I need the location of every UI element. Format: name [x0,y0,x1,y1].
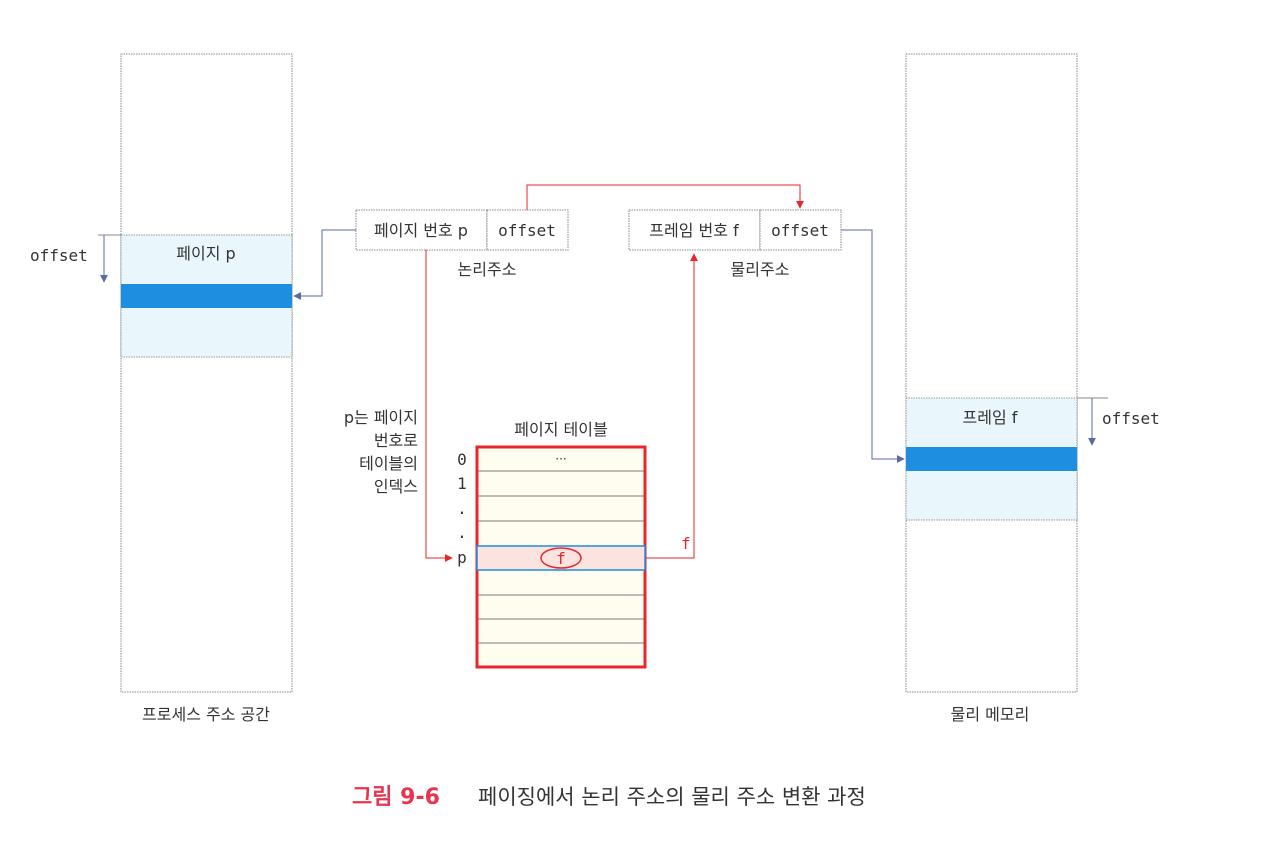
physical-memory-label: 물리 메모리 [951,705,1030,724]
figure-title: 페이징에서 논리 주소의 물리 주소 변환 과정 [478,785,866,809]
offset-highlight [121,284,292,308]
index-dot: . [457,499,467,518]
index-0: 0 [457,450,467,469]
physical-address-label: 물리주소 [731,260,790,279]
frame-offset-highlight [906,447,1077,471]
frame-f-label: 프레임 f [963,408,1018,427]
physical-address: 프레임 번호 f offset 물리주소 [628,209,842,279]
entry-0-value: ··· [555,452,566,466]
figure-number: 그림 9-6 [352,785,440,810]
physical-to-memory-arrow [841,229,905,463]
logical-address-label: 논리주소 [458,260,517,279]
entry-p-value: f [556,549,566,568]
process-space-label: 프로세스 주소 공간 [142,705,270,724]
page-p-label: 페이지 p [176,244,235,263]
svg-text:테이블의: 테이블의 [359,454,418,473]
page-table: 페이지 테이블 f ··· 0 1 . . p [457,420,647,669]
page-table-title: 페이지 테이블 [514,420,607,439]
page-number-field: 페이지 번호 p [374,221,468,240]
frame-offset-label: offset [1102,409,1160,428]
page-index-arrow [425,250,453,562]
physical-memory: 프레임 f 물리 메모리 offset [905,53,1160,724]
entry-p-row [476,545,646,571]
logical-to-process-arrow [293,229,356,300]
process-offset-label: offset [30,246,88,265]
physical-offset-field: offset [771,221,829,240]
offset-copy-arrow [526,184,804,210]
index-p: p [457,548,467,567]
index-dot: . [457,523,467,542]
logical-offset-field: offset [498,221,556,240]
svg-text:p는 페이지: p는 페이지 [344,408,418,427]
frame-output-label: f [681,534,691,553]
index-note: p는 페이지 번호로 테이블의 인덱스 [344,408,418,496]
index-1: 1 [457,474,467,493]
frame-number-circle [540,547,582,569]
logical-address: 페이지 번호 p offset 논리주소 [355,209,569,279]
svg-text:번호로: 번호로 [374,431,418,450]
svg-text:인덱스: 인덱스 [374,477,418,496]
frame-number-field: 프레임 번호 f [649,221,739,240]
figure-caption: 그림 9-6 페이징에서 논리 주소의 물리 주소 변환 과정 [352,785,866,810]
process-address-space: 페이지 p 프로세스 주소 공간 offset [30,53,293,724]
